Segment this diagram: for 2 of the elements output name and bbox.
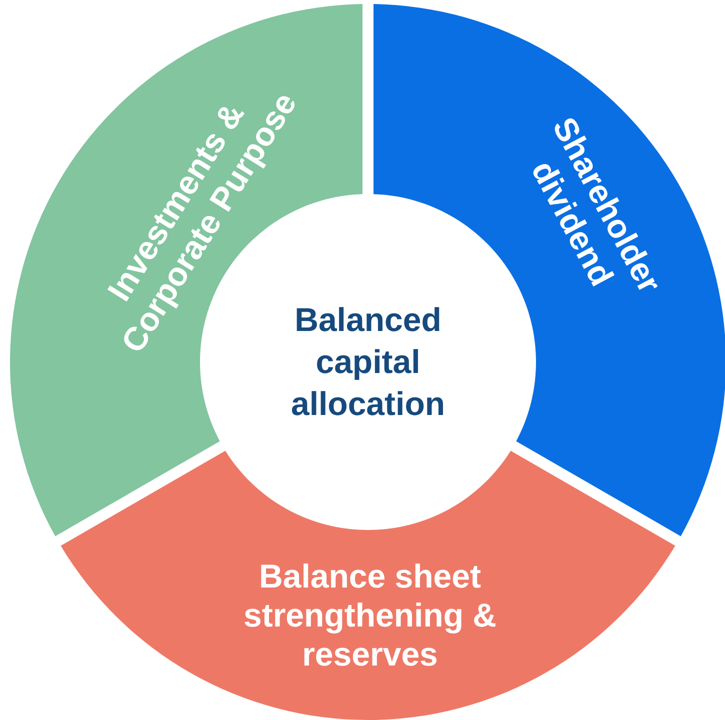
segment-label: Balance sheet strengthening & reserves [242,556,498,674]
center-label: Balanced capital allocation [290,300,446,424]
